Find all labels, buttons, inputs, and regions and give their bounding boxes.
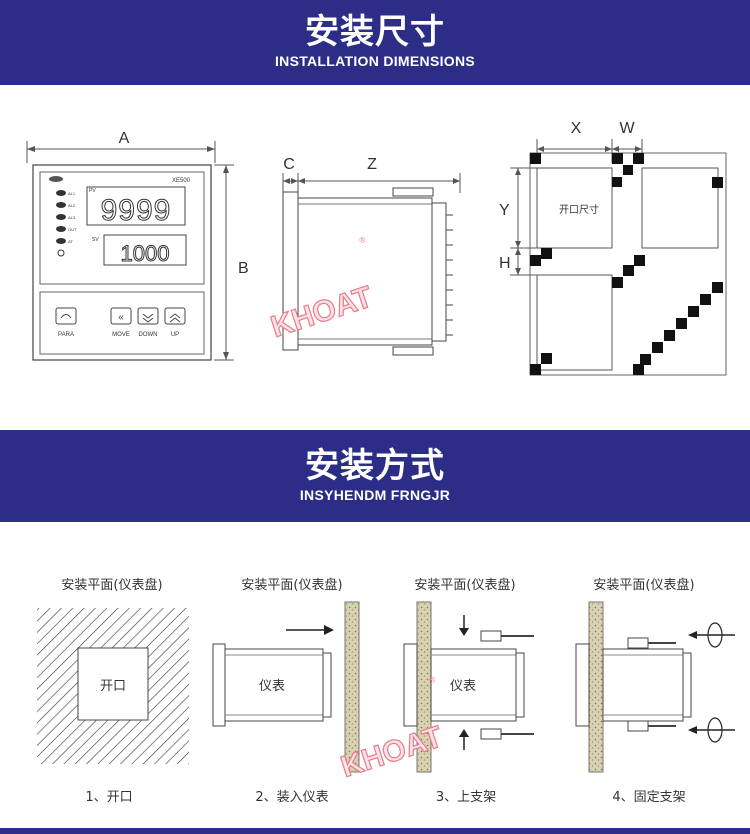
- step-2-insert-meter: 安装平面(仪表盘) 仪表 2、装入仪表: [212, 577, 360, 805]
- step-inner-label: 仪表: [450, 679, 476, 694]
- step-caption: 1、开口: [85, 790, 132, 805]
- step-caption: 3、上支架: [436, 790, 496, 805]
- led-label-al1: AL1: [68, 191, 76, 196]
- section-title-zh: 安装方式: [305, 446, 445, 486]
- sv-value: 1000: [121, 241, 170, 266]
- svg-text:®: ®: [358, 235, 366, 245]
- key-label-para: PARA: [58, 332, 74, 338]
- step-header: 安装平面(仪表盘): [414, 577, 515, 593]
- keypad: PARA « MOVE DOWN UP: [55, 307, 186, 338]
- dim-x-label: X: [571, 120, 582, 137]
- pv-value: 9999: [101, 194, 172, 227]
- led-label-al3: AL3: [68, 215, 76, 220]
- header-band-installation-method: 安装方式 INSYHENDM FRNGJR: [0, 430, 750, 522]
- model-label: XE500: [172, 178, 191, 184]
- led-label-al2: AL2: [68, 203, 76, 208]
- dim-h-label: H: [499, 255, 511, 272]
- dim-w-label: W: [619, 120, 635, 137]
- led-label-at: AT: [68, 239, 73, 244]
- indicator-leds: AL1 AL2 AL3 OUT AT: [56, 190, 77, 257]
- front-panel-view: A B XE500 PV 9999 SV 1000: [26, 130, 249, 361]
- step-header: 安装平面(仪表盘): [61, 577, 162, 593]
- step-header: 安装平面(仪表盘): [241, 577, 342, 593]
- svg-text:«: «: [118, 312, 124, 323]
- step-4-fix-bracket: 安装平面(仪表盘) 4、固定支架: [575, 577, 735, 805]
- cutout-label: 开口尺寸: [559, 203, 599, 216]
- step-header: 安装平面(仪表盘): [593, 577, 694, 593]
- installation-steps-area: 安装平面(仪表盘) 开口 1、开口 安装平面(仪表盘) 仪表 2、装入仪表 安装…: [0, 522, 750, 828]
- step-inner-label: 仪表: [259, 679, 285, 694]
- dimensions-diagram-area: A B XE500 PV 9999 SV 1000: [0, 85, 750, 430]
- dim-b-label: B: [238, 260, 249, 277]
- led-label-out: OUT: [68, 227, 77, 232]
- step-inner-label: 开口: [100, 679, 126, 694]
- key-label-down: DOWN: [139, 332, 158, 338]
- svg-text:®: ®: [428, 675, 436, 685]
- section-title-en: INSTALLATION DIMENSIONS: [274, 53, 476, 69]
- key-label-up: UP: [171, 332, 179, 338]
- dim-c-label: C: [283, 156, 295, 173]
- dimensions-drawing: A B XE500 PV 9999 SV 1000: [26, 120, 727, 376]
- footer-bar: [0, 828, 750, 834]
- installation-steps-drawing: 安装平面(仪表盘) 开口 1、开口 安装平面(仪表盘) 仪表 2、装入仪表 安装…: [37, 577, 735, 805]
- dim-y-label: Y: [499, 202, 510, 219]
- pv-tag: PV: [89, 188, 96, 194]
- step-caption: 4、固定支架: [612, 790, 685, 805]
- side-view: C Z: [282, 156, 461, 356]
- section-title-zh: 安装尺寸: [305, 12, 445, 52]
- sv-tag: SV: [92, 237, 99, 243]
- dim-z-label: Z: [367, 156, 377, 173]
- section-title-en: INSYHENDM FRNGJR: [299, 487, 451, 503]
- key-label-move: MOVE: [112, 332, 130, 338]
- step-3-mount-bracket: 安装平面(仪表盘) 仪表 3、上支架: [403, 577, 534, 805]
- step-caption: 2、装入仪表: [255, 790, 328, 805]
- dim-a-label: A: [119, 130, 130, 147]
- header-band-installation-dimensions: 安装尺寸 INSTALLATION DIMENSIONS: [0, 0, 750, 85]
- cutout-view: 开口尺寸 X W Y H: [499, 120, 727, 376]
- step-1-cutout: 安装平面(仪表盘) 开口 1、开口: [37, 577, 189, 805]
